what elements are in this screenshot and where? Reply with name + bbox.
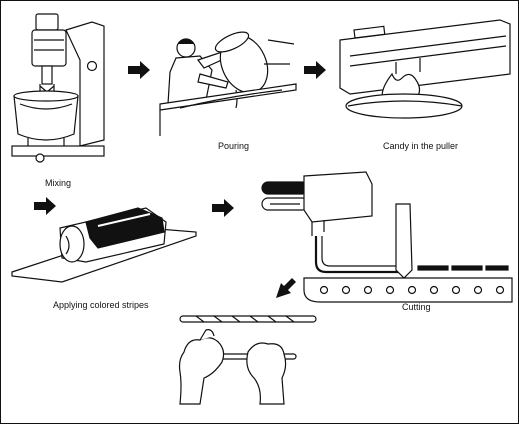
cooling-table [159, 83, 297, 111]
mixer-bowl [13, 95, 79, 141]
label-stripes: Applying colored stripes [53, 300, 149, 310]
left-hand [178, 337, 225, 405]
label-puller: Candy in the puller [383, 141, 459, 151]
mixer-shaft [41, 65, 53, 85]
mixer-dial [86, 60, 98, 72]
feed-roller-top [261, 181, 309, 195]
candy-stick [179, 315, 317, 323]
mixer-column [65, 21, 105, 147]
cutting-illustration [261, 171, 513, 303]
arrow-to-stripes [34, 197, 56, 215]
puller-pan [345, 93, 463, 119]
right-hand [246, 342, 287, 405]
cut-stick-2 [451, 265, 483, 271]
mixer-bowl-rim [13, 90, 79, 102]
cut-stick-1 [417, 265, 449, 271]
mixer-wheel [35, 153, 45, 163]
pouring-illustration [159, 31, 297, 136]
arrow-pouring-to-puller [304, 61, 326, 79]
cutting-knife [395, 203, 413, 279]
arrow-cutting-to-bending [276, 278, 296, 298]
stripes-illustration [11, 207, 197, 283]
label-mixing: Mixing [45, 178, 72, 188]
sizing-box [303, 171, 373, 223]
mixer-base [11, 145, 105, 157]
mixer-motor-top [35, 13, 59, 31]
mixer-motor-head [31, 29, 67, 67]
twisting-illustration [178, 315, 317, 405]
puller-illustration [339, 19, 511, 119]
colored-stripe [85, 207, 165, 249]
label-cutting: Cutting [402, 302, 431, 312]
mixer-illustration [11, 13, 105, 163]
puller-machine [339, 19, 511, 95]
label-pouring: Pouring [218, 141, 250, 151]
cut-stick-3 [485, 265, 509, 271]
arrow-mixing-to-pouring [128, 61, 150, 79]
arrow-stripes-to-cutting [212, 199, 234, 217]
